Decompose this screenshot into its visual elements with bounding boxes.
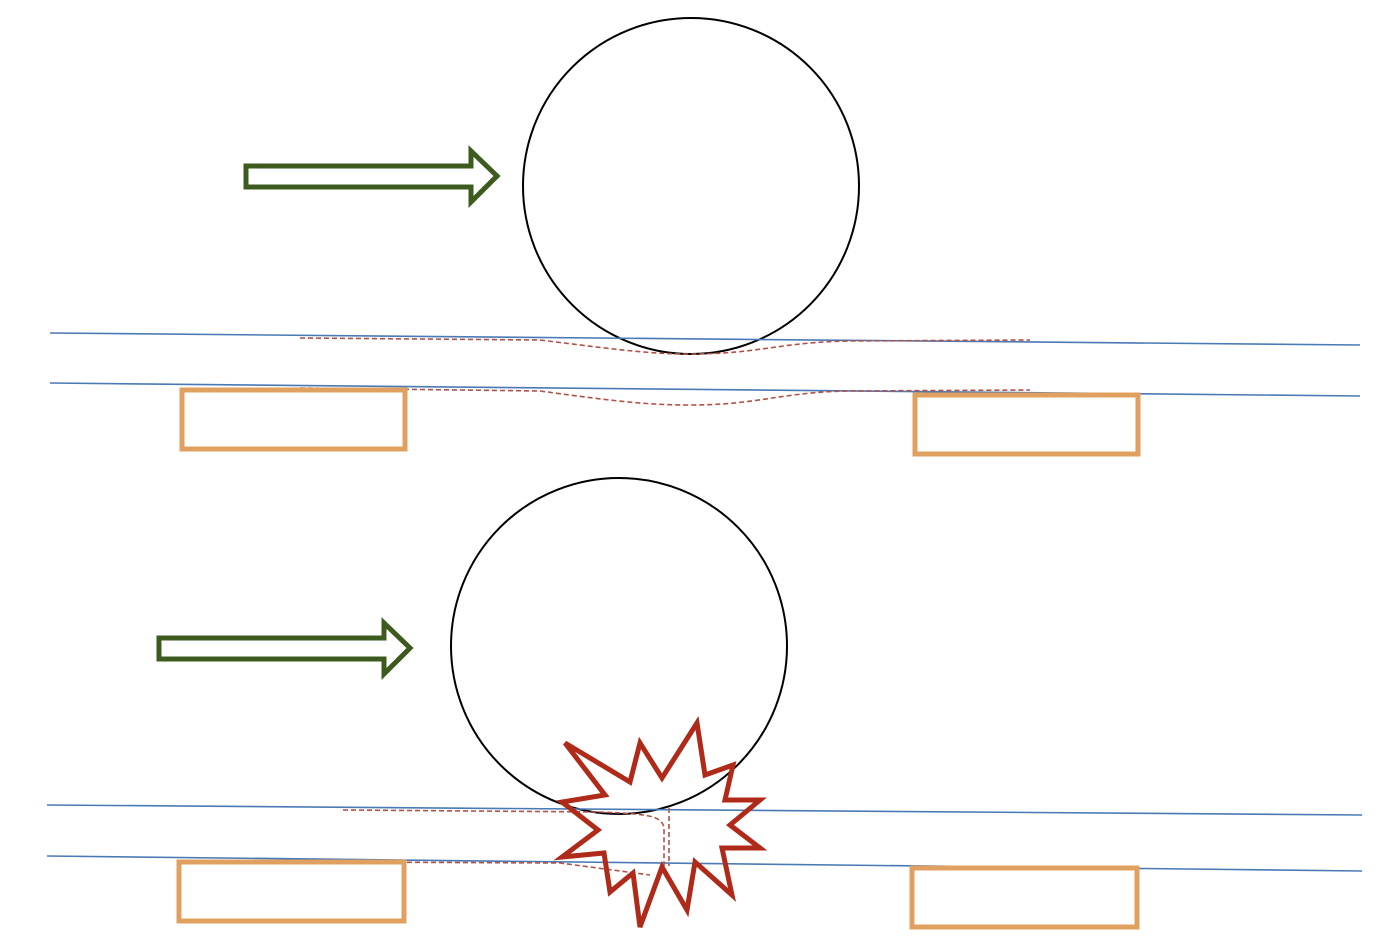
support-right <box>909 865 1140 930</box>
support-right <box>912 392 1141 457</box>
fracture-lower <box>342 861 651 876</box>
arrow-right-icon <box>156 617 414 681</box>
rail-upper <box>49 332 1361 346</box>
rail-lower <box>49 382 1361 397</box>
ball <box>450 477 788 815</box>
support-left <box>176 859 407 924</box>
impact-burst-icon <box>553 716 768 928</box>
support-left <box>179 387 408 452</box>
rail-upper <box>46 804 1363 816</box>
fracture-upper <box>342 809 665 870</box>
panel-top <box>49 17 1361 457</box>
ball <box>522 17 860 355</box>
panel-bottom <box>46 477 1363 930</box>
rail-lower <box>46 855 1363 872</box>
deflection-upper <box>299 337 1031 355</box>
arrow-right-icon <box>243 145 501 209</box>
deflection-lower <box>299 387 1031 406</box>
